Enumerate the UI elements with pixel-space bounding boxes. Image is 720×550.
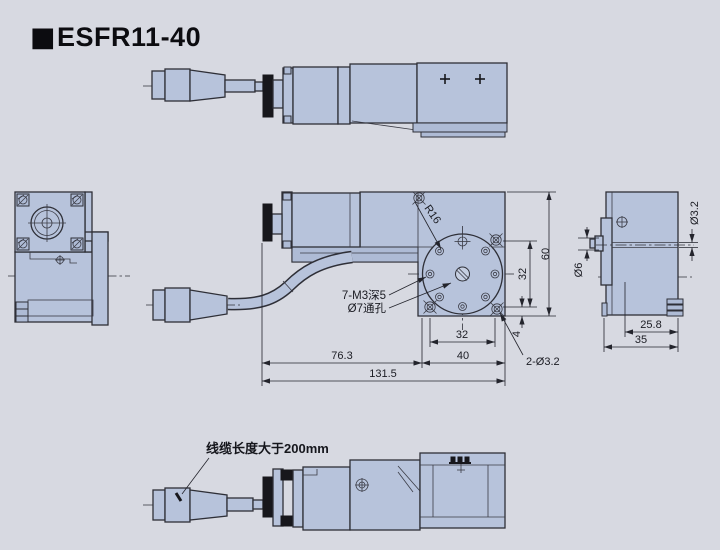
cable-length-note: 线缆长度大于200mm xyxy=(174,441,329,502)
through-hole-callout: Ø7通孔 xyxy=(348,302,387,315)
cable-grommet xyxy=(262,476,274,518)
dim-bottom-offset: 4 xyxy=(511,331,523,337)
title-marker: ■ xyxy=(30,22,57,53)
clamp-screws xyxy=(412,191,504,316)
cable-connector xyxy=(152,489,166,521)
dim-hole-position: 25.8 xyxy=(640,319,661,331)
thread-holes-callout: 7-M3深5 xyxy=(342,288,386,302)
gear-housing xyxy=(349,459,421,531)
flange-corner-screws xyxy=(16,193,84,251)
motor-flange xyxy=(272,468,284,527)
front-view-dimensions: 60 32 4 2-Ø3.2 32 xyxy=(261,191,560,386)
front-view: 60 32 4 2-Ø3.2 32 xyxy=(146,191,560,386)
dim-head-width: 40 xyxy=(457,350,469,362)
screw-mark-icon xyxy=(440,74,485,84)
rotary-table xyxy=(408,191,514,330)
center-through-hole xyxy=(455,266,470,282)
cable-connector xyxy=(151,70,166,100)
top-view xyxy=(143,62,508,138)
title-text: ESFR11-40 xyxy=(57,22,202,52)
dim-hole-spacing-h: 32 xyxy=(456,329,468,341)
corner-holes-callout: 2-Ø3.2 xyxy=(526,356,560,368)
motor-shaft-bore xyxy=(28,204,66,242)
housing-screw-icon xyxy=(355,478,369,492)
motor-body xyxy=(291,192,361,248)
dim-pin-diameter: Ø6 xyxy=(573,263,585,278)
dim-total-length: 131.5 xyxy=(369,368,397,380)
motor-body xyxy=(302,466,351,531)
left-end-view xyxy=(8,191,130,326)
motor-flange xyxy=(282,67,294,124)
cable-clamp-bracket xyxy=(291,246,419,263)
small-screw-icon xyxy=(55,255,65,265)
motor-cable xyxy=(227,250,353,311)
cable-note-text: 线缆长度大于200mm xyxy=(206,441,329,456)
dim-motor-length: 76.3 xyxy=(331,350,352,362)
stage-base xyxy=(416,62,508,124)
cable-grommet xyxy=(262,203,273,242)
dim-height: 60 xyxy=(540,248,552,260)
dim-hole-spacing-v: 32 xyxy=(517,268,529,280)
cable-sleeve xyxy=(224,79,256,93)
page-title: ■ESFR11-40 xyxy=(30,22,201,53)
dim-hole-diameter: Ø3.2 xyxy=(689,201,701,225)
right-end-view: Ø3.2 Ø6 25.8 35 xyxy=(573,191,701,352)
bolt-circle-holes xyxy=(425,233,500,311)
cable-connector xyxy=(146,287,240,323)
stage-body-end xyxy=(605,191,679,316)
screw-icon xyxy=(616,216,628,228)
terminal-marks xyxy=(449,456,471,473)
motor-body xyxy=(292,66,339,125)
cable-grommet xyxy=(262,74,274,118)
right-view-dimensions: Ø3.2 Ø6 25.8 35 xyxy=(573,201,701,352)
bottom-view: 线缆长度大于200mm xyxy=(143,441,506,531)
gear-housing xyxy=(349,63,418,124)
dim-width: 35 xyxy=(635,334,647,346)
stage-base xyxy=(419,452,506,529)
